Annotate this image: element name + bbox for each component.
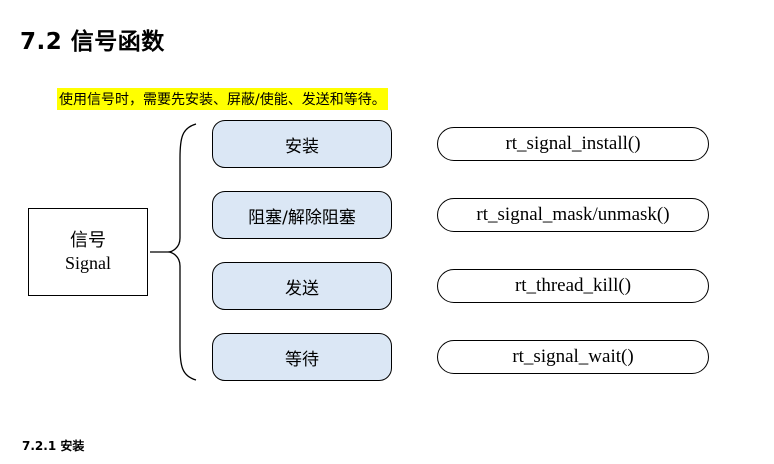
function-install: rt_signal_install(): [437, 127, 709, 161]
function-wait: rt_signal_wait(): [437, 340, 709, 374]
function-mask-unmask: rt_signal_mask/unmask(): [437, 198, 709, 232]
signal-label-cn: 信号: [70, 229, 106, 251]
signal-box: 信号 Signal: [28, 208, 148, 296]
operation-install: 安装: [212, 120, 392, 168]
operation-send: 发送: [212, 262, 392, 310]
section-heading: 7.2 信号函数: [20, 29, 165, 55]
operation-wait: 等待: [212, 333, 392, 381]
signal-label-en: Signal: [64, 253, 111, 273]
function-send: rt_thread_kill(): [437, 269, 709, 303]
curly-brace-connector: [150, 123, 197, 381]
intro-highlight-text: 使用信号时，需要先安装、屏蔽/使能、发送和等待。: [57, 88, 388, 110]
subsection-heading: 7.2.1 安装: [22, 439, 85, 453]
operation-mask-unmask: 阻塞/解除阻塞: [212, 191, 392, 239]
